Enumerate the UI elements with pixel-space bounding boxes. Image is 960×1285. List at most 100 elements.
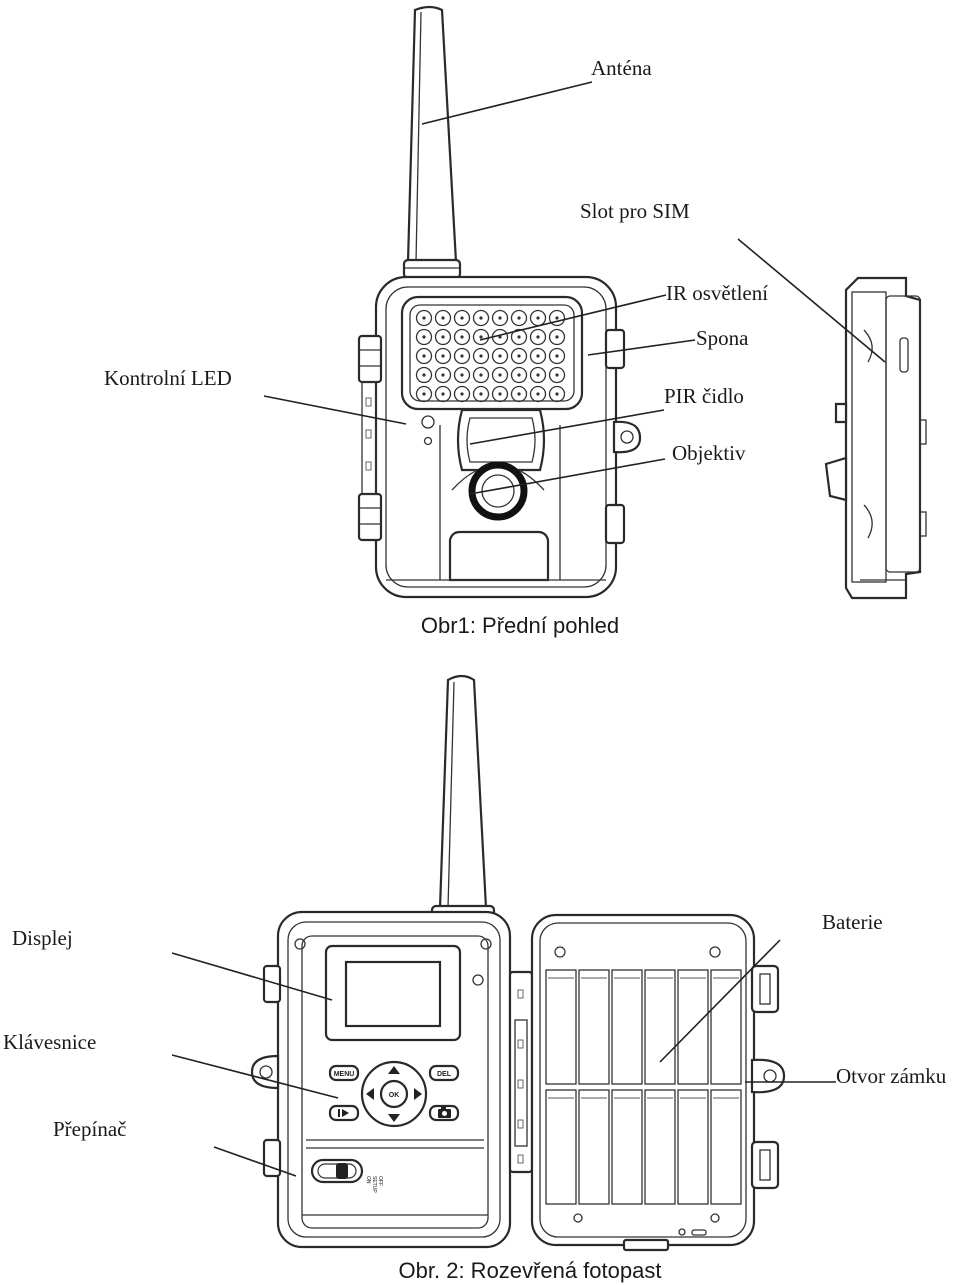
ir-led [548, 347, 566, 365]
battery-slot [611, 1089, 643, 1205]
ir-led [453, 309, 471, 327]
ir-led [415, 309, 433, 327]
ir-led [434, 347, 452, 365]
battery-slot [611, 969, 643, 1085]
ir-led-center [498, 392, 502, 396]
ir-led [472, 347, 490, 365]
camera-icon [438, 1107, 451, 1118]
ir-led [434, 366, 452, 384]
ir-led [510, 328, 528, 346]
ok-button-label: OK [389, 1092, 400, 1099]
battery-slot [677, 969, 709, 1085]
ir-led-center [422, 316, 426, 320]
ir-led-center [555, 316, 559, 320]
ir-led-center [460, 392, 464, 396]
arrow-down-icon[interactable] [388, 1114, 400, 1122]
ir-led [548, 328, 566, 346]
ir-led [548, 366, 566, 384]
battery-slot [578, 1089, 610, 1205]
label-lens: Objektiv [672, 441, 746, 465]
label-control-led: Kontrolní LED [104, 366, 232, 390]
label-pir-sensor: PIR čidlo [664, 384, 744, 408]
antenna-drawing-2 [430, 674, 496, 928]
label-sim-slot: Slot pro SIM [580, 199, 690, 223]
pir-sensor [456, 408, 546, 472]
ir-led-center [536, 373, 540, 377]
arrow-right-icon[interactable] [414, 1088, 422, 1100]
caption-figure2: Obr. 2: Rozevřená fotopast [399, 1258, 662, 1283]
ir-led [453, 385, 471, 403]
center-hinge [508, 970, 534, 1174]
battery-slot [578, 969, 610, 1085]
ir-led-center [441, 392, 445, 396]
ir-led [453, 328, 471, 346]
ir-led-center [555, 373, 559, 377]
ir-led-center [422, 373, 426, 377]
control-led [421, 415, 435, 446]
label-keypad: Klávesnice [3, 1030, 96, 1054]
switch-on-label: ON [365, 1176, 371, 1184]
play-icon [338, 1109, 340, 1117]
ir-led-center [479, 335, 483, 339]
ir-led [415, 366, 433, 384]
ir-led-panel [400, 295, 584, 411]
opened-camera: MENU DEL OK [250, 674, 786, 1252]
ir-led-center [498, 316, 502, 320]
battery-slot [545, 1089, 577, 1205]
ir-led-center [479, 373, 483, 377]
ir-led [510, 347, 528, 365]
ok-button[interactable] [379, 1079, 409, 1109]
ir-led [415, 328, 433, 346]
ir-led [472, 366, 490, 384]
arrow-up-icon[interactable] [388, 1066, 400, 1074]
ir-led [491, 309, 509, 327]
ir-led [453, 366, 471, 384]
ir-led [415, 385, 433, 403]
right-clip [604, 328, 642, 545]
ir-led-center [536, 354, 540, 358]
ir-led [548, 309, 566, 327]
menu-button[interactable] [328, 1064, 360, 1082]
ir-led-center [517, 354, 521, 358]
label-clip: Spona [696, 326, 749, 350]
display [324, 944, 484, 1042]
label-switch: Přepínač [53, 1117, 126, 1141]
ir-led-center [555, 335, 559, 339]
menu-button-label: MENU [334, 1071, 355, 1078]
ir-led-center [479, 354, 483, 358]
label-lock-hole: Otvor zámku [836, 1064, 947, 1088]
ir-led [491, 347, 509, 365]
left-hinge [357, 334, 383, 542]
arrow-left-icon[interactable] [366, 1088, 374, 1100]
ir-led-center [517, 316, 521, 320]
ir-led-center [498, 354, 502, 358]
ir-led [491, 366, 509, 384]
ir-led-center [460, 335, 464, 339]
leader-lines-figure1 [263, 81, 886, 495]
label-antenna: Anténa [591, 56, 652, 80]
battery-slot [644, 1089, 676, 1205]
label-ir-illumination: IR osvětlení [666, 281, 768, 305]
ir-led [472, 328, 490, 346]
ir-led-center [517, 335, 521, 339]
ir-led-center [441, 354, 445, 358]
ir-led-center [441, 373, 445, 377]
keypad: MENU DEL OK [328, 1060, 460, 1128]
ir-led [415, 347, 433, 365]
ir-led-center [479, 392, 483, 396]
ir-led-center [498, 373, 502, 377]
antenna-drawing [402, 5, 462, 280]
leader-lines-figure2 [171, 939, 836, 1177]
power-switch[interactable]: ON SETUP OFF [310, 1158, 383, 1193]
ir-led-center [536, 335, 540, 339]
ir-led [529, 366, 547, 384]
ir-led [434, 328, 452, 346]
front-view-camera [357, 5, 642, 599]
ir-led-center [460, 316, 464, 320]
ir-led [510, 385, 528, 403]
del-button[interactable] [428, 1064, 460, 1082]
label-display: Displej [12, 926, 73, 950]
ir-led [434, 385, 452, 403]
battery-slot [644, 969, 676, 1085]
ir-led-center [536, 392, 540, 396]
